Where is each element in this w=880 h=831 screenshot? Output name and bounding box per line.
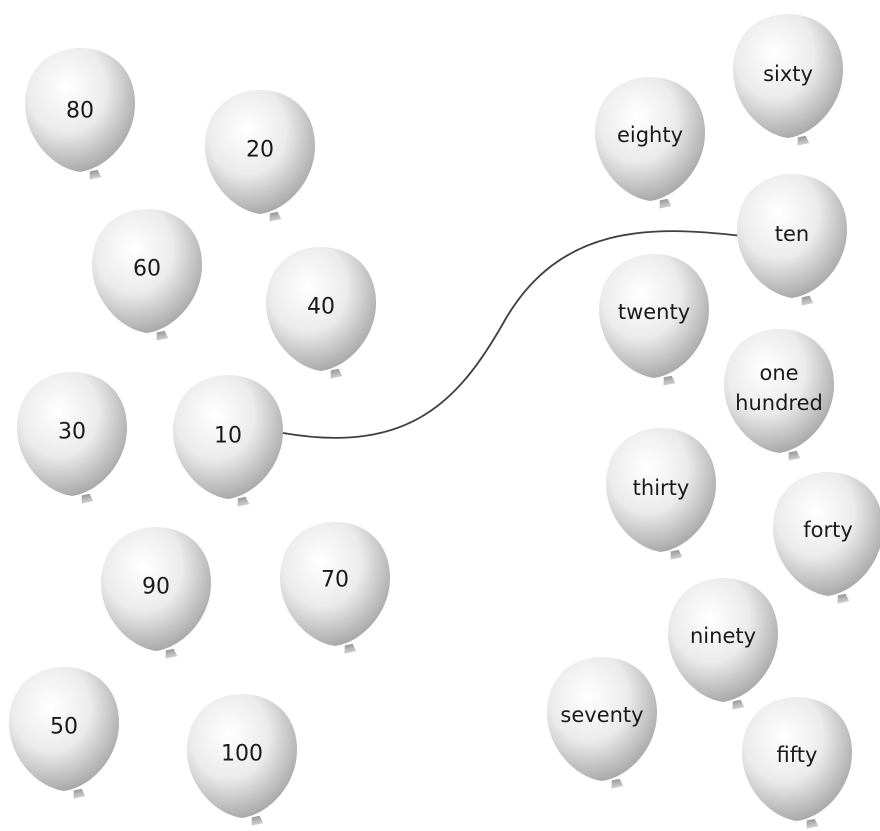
balloon-label: 80	[66, 99, 94, 124]
balloon-label: 10	[214, 424, 242, 449]
balloon-label: ninety	[690, 624, 756, 648]
number-balloon[interactable]: 30	[17, 372, 127, 504]
balloon-label: 20	[246, 138, 274, 163]
number-balloon[interactable]: 50	[9, 667, 119, 799]
balloon-label: 70	[321, 568, 349, 593]
balloon-label: twenty	[618, 300, 690, 324]
word-balloon[interactable]: eighty	[595, 77, 705, 209]
word-balloon[interactable]: sixty	[733, 14, 843, 146]
balloon-label: 40	[307, 295, 335, 320]
number-balloon[interactable]: 70	[280, 522, 390, 654]
number-balloon[interactable]: 90	[101, 527, 211, 659]
word-balloon[interactable]: thirty	[606, 428, 716, 560]
number-balloon[interactable]: 10	[173, 375, 283, 507]
balloon-label: sixty	[763, 62, 813, 86]
balloon-label: eighty	[617, 123, 683, 147]
balloon-label: 50	[50, 715, 78, 740]
number-balloon[interactable]: 80	[25, 48, 135, 180]
number-balloon[interactable]: 100	[187, 694, 297, 826]
word-balloon[interactable]: twenty	[599, 254, 709, 386]
balloon-label: seventy	[560, 703, 643, 727]
number-balloon[interactable]: 60	[92, 209, 202, 341]
balloon-label: 30	[58, 420, 86, 445]
balloon-label: forty	[803, 518, 853, 542]
balloon-label: 90	[142, 575, 170, 600]
word-balloon[interactable]: fifty	[742, 697, 852, 829]
balloon-label: thirty	[633, 476, 690, 500]
number-balloon[interactable]: 20	[205, 90, 315, 222]
balloon-label: fifty	[777, 743, 818, 767]
balloon-label: 60	[133, 257, 161, 282]
word-balloon[interactable]: ninety	[668, 578, 778, 710]
balloon-label: 100	[221, 742, 263, 767]
balloon-label: ten	[775, 222, 809, 246]
number-balloon[interactable]: 40	[266, 247, 376, 379]
word-balloon[interactable]: ten	[737, 174, 847, 306]
word-balloon[interactable]: forty	[773, 472, 880, 604]
word-balloon[interactable]: seventy	[547, 657, 657, 789]
